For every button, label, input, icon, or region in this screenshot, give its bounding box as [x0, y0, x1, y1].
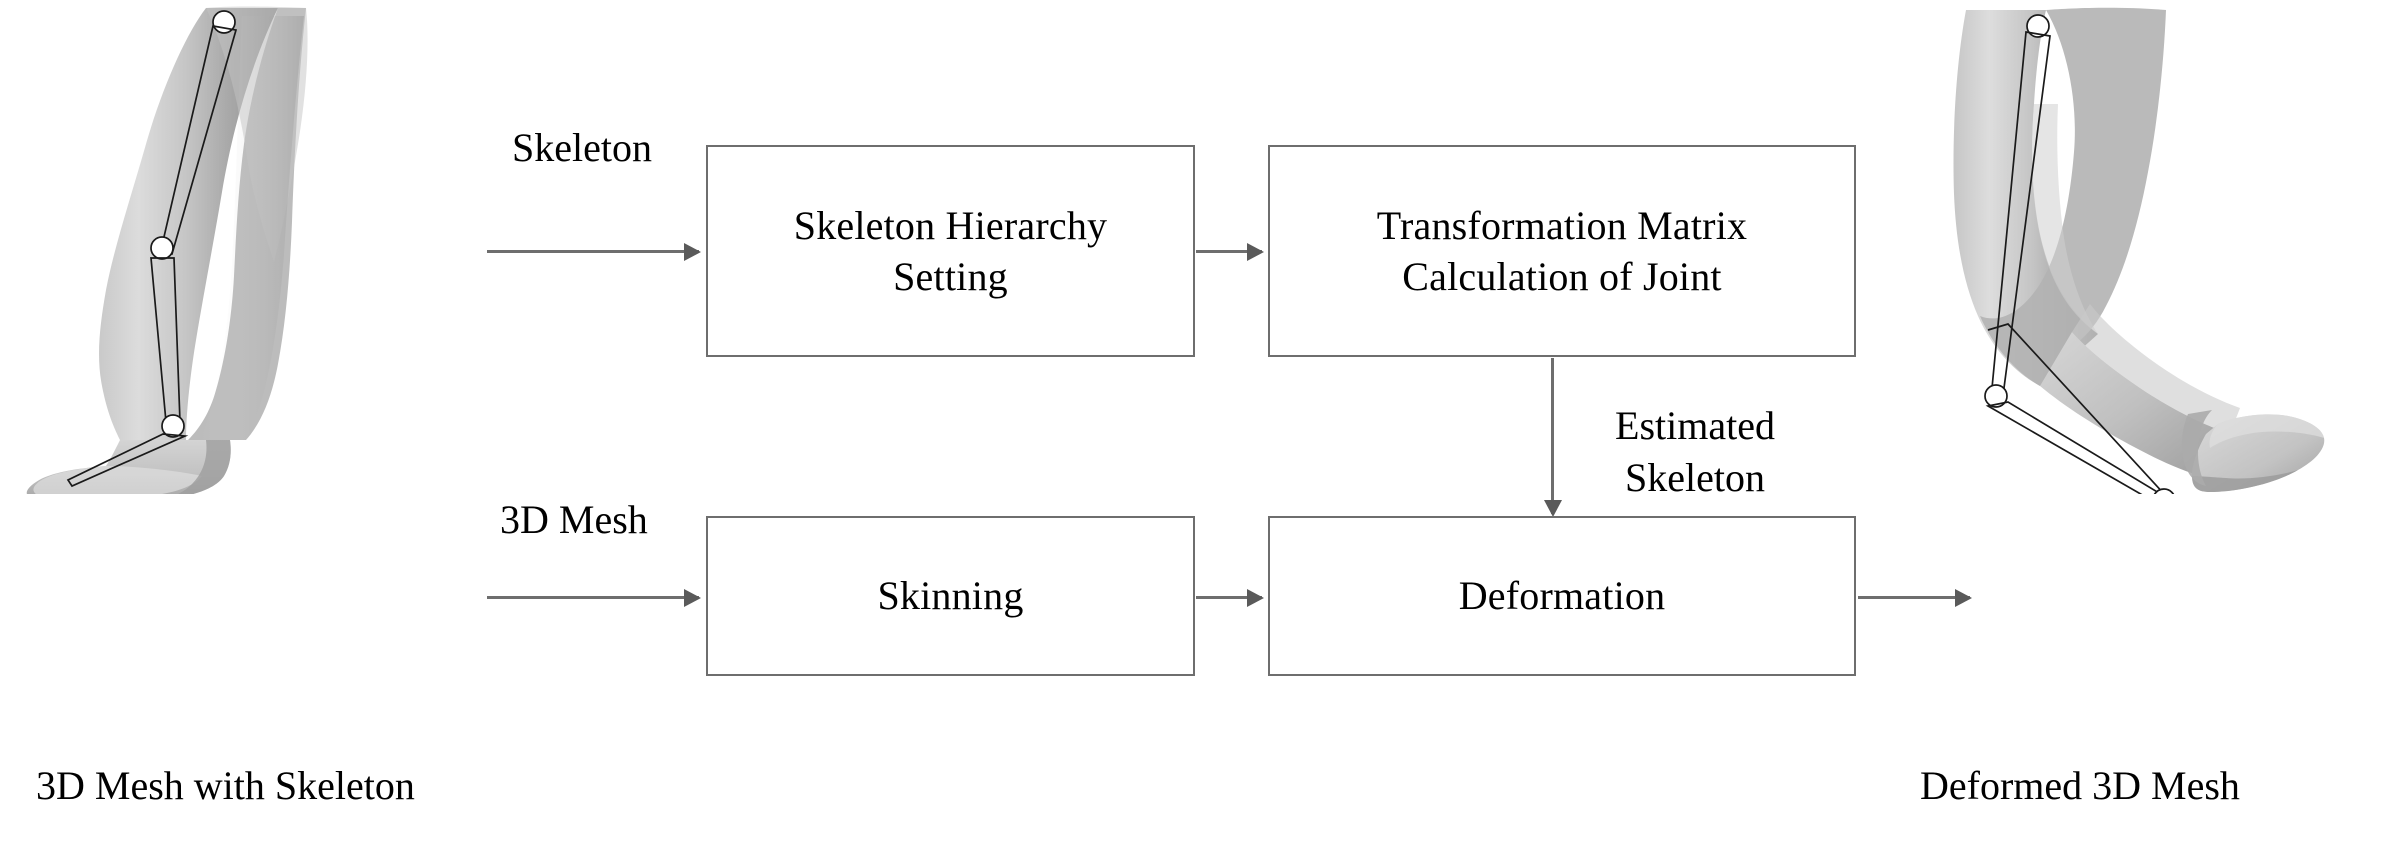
estimated-line1: Estimated [1615, 403, 1775, 448]
process-box-skinning[interactable]: Skinning [706, 516, 1195, 676]
box-deformation-label: Deformation [1458, 573, 1666, 619]
right-tibia-bone [1985, 401, 2163, 494]
arrow-mesh-to-skinning [487, 596, 699, 599]
right-knee-joint [1984, 384, 2008, 408]
flow-label-skeleton: Skeleton [512, 125, 652, 170]
box-hierarchy-line1: Skeleton Hierarchy [793, 202, 1108, 248]
box-transform-line2: Calculation of Joint [1402, 254, 1722, 299]
box-transform-line1: Transformation Matrix [1376, 202, 1748, 248]
right-thigh-silhouette [1953, 10, 2098, 386]
right-ankle-joint [2153, 488, 2175, 494]
flow-label-3d-mesh: 3D Mesh [500, 497, 648, 542]
left-leg-silhouette [99, 8, 279, 440]
leg-mesh-with-skeleton-figure [10, 4, 380, 494]
left-ankle-joint [161, 414, 185, 438]
left-foot-bone [66, 433, 189, 488]
arrow-hierarchy-to-transformation [1196, 250, 1262, 253]
flow-label-estimated-skeleton: Estimated Skeleton [1580, 400, 1810, 504]
arrow-skeleton-to-hierarchy [487, 250, 699, 253]
left-skeleton-bones [66, 10, 238, 488]
right-hip-joint [2026, 14, 2050, 38]
arrow-deformation-to-output [1858, 596, 1970, 599]
process-box-deformation[interactable]: Deformation [1268, 516, 1856, 676]
arrow-transformation-to-deformation [1551, 358, 1554, 514]
arrow-skinning-to-deformation [1196, 596, 1262, 599]
box-hierarchy-line2: Setting [893, 254, 1008, 299]
right-skeleton-bones [1984, 14, 2175, 494]
box-skinning-label: Skinning [877, 573, 1024, 619]
caption-right: Deformed 3D Mesh [1920, 763, 2240, 808]
process-box-transformation-matrix-calculation-of-joint[interactable]: Transformation Matrix Calculation of Joi… [1268, 145, 1856, 357]
left-knee-joint [150, 236, 174, 260]
process-box-skeleton-hierarchy-setting[interactable]: Skeleton Hierarchy Setting [706, 145, 1195, 357]
right-tibia-bone-edge [1987, 323, 2166, 494]
caption-left: 3D Mesh with Skeleton [36, 763, 415, 808]
estimated-line2: Skeleton [1625, 455, 1765, 500]
deformed-leg-mesh-figure [1930, 4, 2350, 494]
